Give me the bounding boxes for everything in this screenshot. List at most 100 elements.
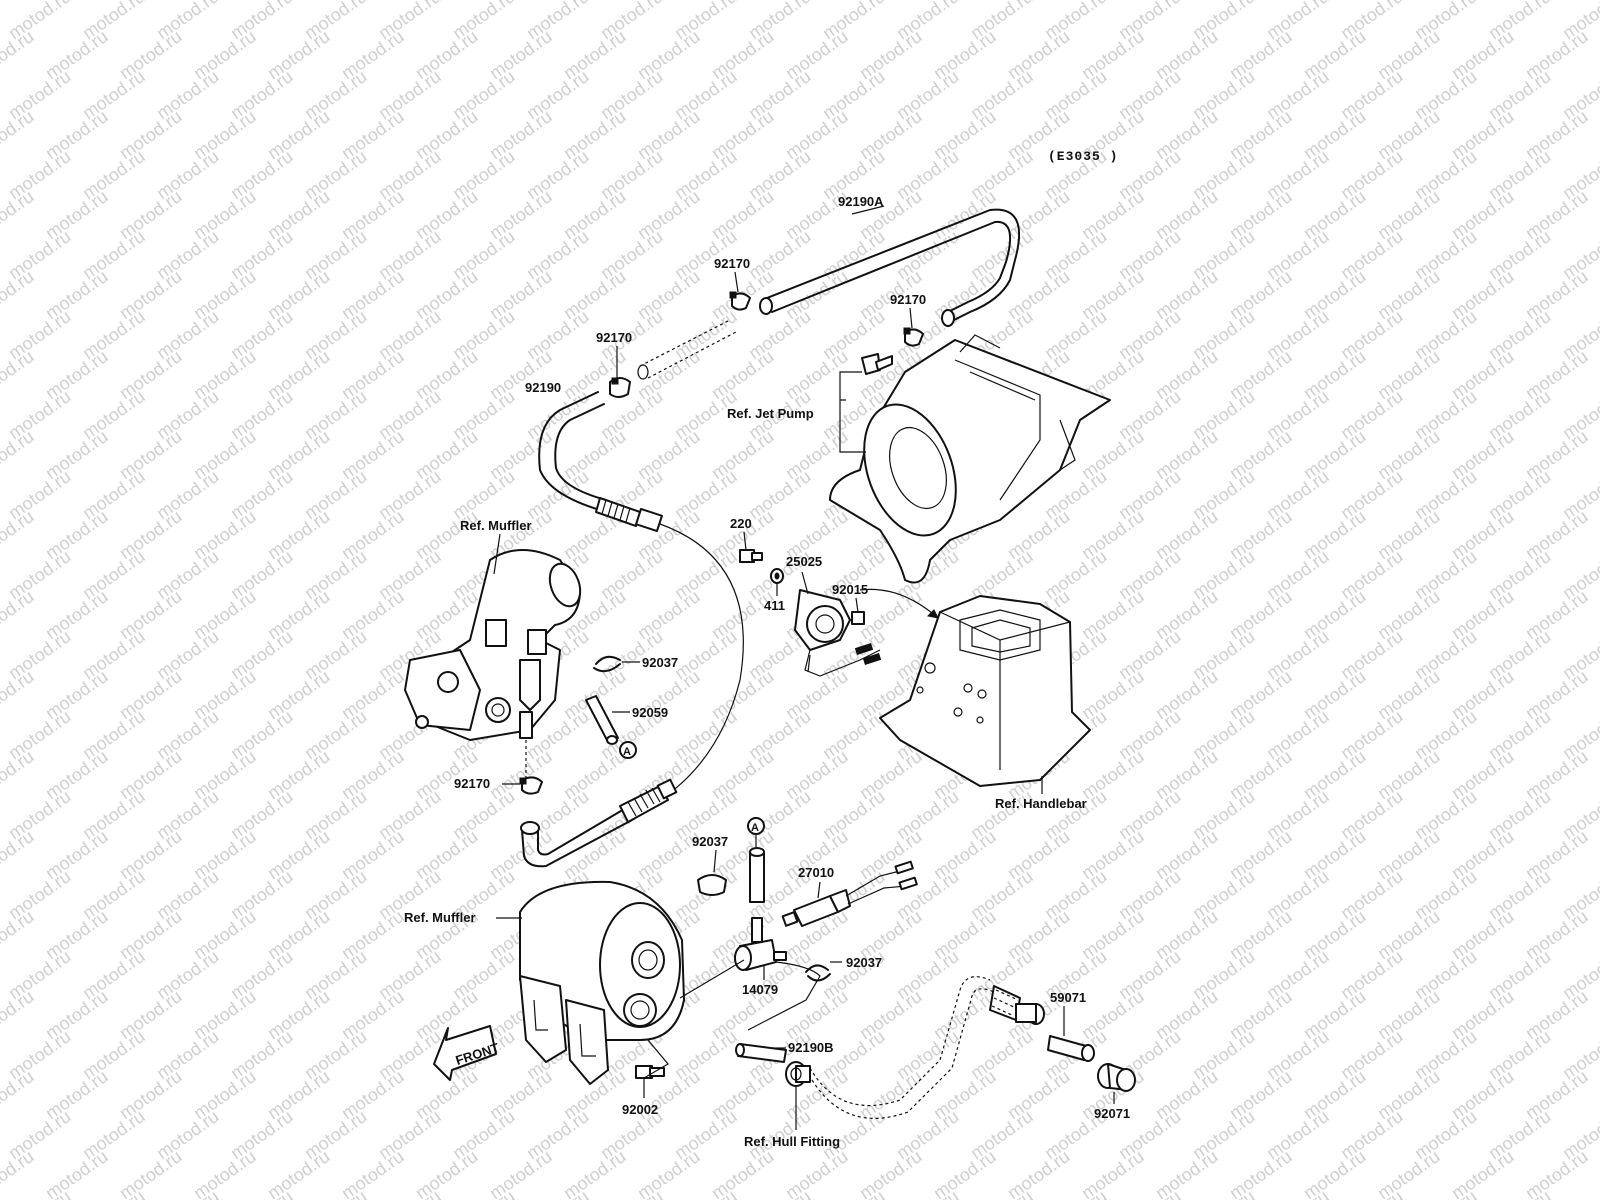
watermark-text: motod.ru <box>1596 1146 1600 1200</box>
leader-27010 <box>817 881 821 899</box>
hose-short-vertical <box>749 847 765 903</box>
label-411: 411 <box>764 598 785 613</box>
watermark-text: motod.ru <box>0 666 37 723</box>
label-92002: 92002 <box>622 1102 658 1117</box>
label-92170-low: 92170 <box>454 776 490 791</box>
label-25025: 25025 <box>786 554 822 569</box>
watermark-text: motod.ru <box>338 1146 408 1200</box>
marker-a-bottom: A <box>747 817 765 835</box>
watermark-text: motod.ru <box>1152 1146 1222 1200</box>
washer-411 <box>770 568 784 584</box>
watermark-text: motod.ru <box>0 0 37 3</box>
watermark-text: motod.ru <box>301 1186 371 1200</box>
label-92170-right: 92170 <box>890 292 926 307</box>
leader-92015 <box>855 597 859 613</box>
label-92170-top: 92170 <box>714 256 750 271</box>
watermark-text: motod.ru <box>819 1186 889 1200</box>
watermark-text: motod.ru <box>1226 1146 1296 1200</box>
watermark-text: motod.ru <box>1300 1146 1370 1200</box>
watermark-text: motod.ru <box>745 1186 815 1200</box>
label-92190a: 92190A <box>838 194 884 209</box>
watermark-text: motod.ru <box>1448 1146 1518 1200</box>
label-ref-handlebar: Ref. Handlebar <box>995 796 1087 811</box>
watermark-text: motod.ru <box>79 1186 149 1200</box>
label-92037-right: 92037 <box>846 955 882 970</box>
watermark-text: motod.ru <box>0 186 37 243</box>
watermark-text: motod.ru <box>412 1146 482 1200</box>
watermark-text: motod.ru <box>227 1186 297 1200</box>
leader-92170-right <box>909 307 913 329</box>
watermark-text: motod.ru <box>1596 26 1600 83</box>
watermark-text: motod.ru <box>1559 1186 1600 1200</box>
watermark-text: motod.ru <box>1596 746 1600 803</box>
label-92190b: 92190B <box>788 1040 834 1055</box>
label-59071: 59071 <box>1050 990 1086 1005</box>
watermark-text: motod.ru <box>671 1186 741 1200</box>
watermark-text: motod.ru <box>449 1186 519 1200</box>
watermark-text: motod.ru <box>264 1146 334 1200</box>
label-ref-jet-pump: Ref. Jet Pump <box>727 406 814 421</box>
watermark-text: motod.ru <box>1263 1186 1333 1200</box>
watermark-text: motod.ru <box>1596 426 1600 483</box>
watermark-text: motod.ru <box>597 1186 667 1200</box>
watermark-text: motod.ru <box>1485 1186 1555 1200</box>
label-ref-hull-fitting: Ref. Hull Fitting <box>744 1134 840 1149</box>
watermark-text: motod.ru <box>967 1186 1037 1200</box>
marker-a-bottom-text: A <box>751 822 759 834</box>
hose-92059 <box>585 695 619 745</box>
clamp-92170-left <box>609 377 631 398</box>
watermark-text: motod.ru <box>634 1146 704 1200</box>
watermark-text: motod.ru <box>1596 106 1600 163</box>
watermark-text: motod.ru <box>1596 506 1600 563</box>
watermark-text: motod.ru <box>1596 1066 1600 1123</box>
bolt-220 <box>739 549 763 563</box>
watermark-text: motod.ru <box>1411 1186 1481 1200</box>
watermark-text: motod.ru <box>1374 1146 1444 1200</box>
label-14079: 14079 <box>742 982 778 997</box>
watermark-text: motod.ru <box>0 826 37 883</box>
watermark-text: motod.ru <box>190 1146 260 1200</box>
label-92037-mid: 92037 <box>692 834 728 849</box>
watermark-text: motod.ru <box>1041 1186 1111 1200</box>
watermark-text: motod.ru <box>782 1146 852 1200</box>
watermark-text: motod.ru <box>0 586 37 643</box>
watermark-text: motod.ru <box>708 1146 778 1200</box>
watermark-text: motod.ru <box>0 426 37 483</box>
label-92071: 92071 <box>1094 1106 1130 1121</box>
marker-a-top: A <box>619 741 637 759</box>
watermark-text: motod.ru <box>375 1186 445 1200</box>
watermark-text: motod.ru <box>560 1146 630 1200</box>
watermark-text: motod.ru <box>1596 186 1600 243</box>
watermark-text: motod.ru <box>1596 586 1600 643</box>
label-92059: 92059 <box>632 705 668 720</box>
clamp-92170-top <box>729 291 751 311</box>
watermark-text: motod.ru <box>856 1146 926 1200</box>
watermark-text: motod.ru <box>5 1186 75 1200</box>
clamp-92170-right <box>903 327 924 347</box>
nut-92015 <box>851 611 865 625</box>
watermark-text: motod.ru <box>0 906 37 963</box>
watermark-text: motod.ru <box>1596 906 1600 963</box>
watermark-text: motod.ru <box>0 106 37 163</box>
watermark-text: motod.ru <box>0 506 37 563</box>
watermark-text: motod.ru <box>523 1186 593 1200</box>
watermark-text: motod.ru <box>1337 1186 1407 1200</box>
bolt-92002 <box>635 1065 665 1079</box>
watermark-text: motod.ru <box>1596 666 1600 723</box>
label-92037-top: 92037 <box>642 655 678 670</box>
watermark-text: motod.ru <box>930 1146 1000 1200</box>
watermark-text: motod.ru <box>1596 266 1600 323</box>
label-ref-muffler-top: Ref. Muffler <box>460 518 532 533</box>
watermark-text: motod.ru <box>1596 986 1600 1043</box>
hull-fitting <box>785 1061 811 1087</box>
watermark-text: motod.ru <box>0 1066 37 1123</box>
watermark-text: motod.ru <box>1522 1146 1592 1200</box>
watermark-text: motod.ru <box>0 26 37 83</box>
watermark-text: motod.ru <box>153 1186 223 1200</box>
watermark-text: motod.ru <box>893 1186 963 1200</box>
fitting-59071 <box>989 985 1045 1025</box>
watermark-text: motod.ru <box>116 1146 186 1200</box>
clip-92037-mid <box>697 874 727 896</box>
